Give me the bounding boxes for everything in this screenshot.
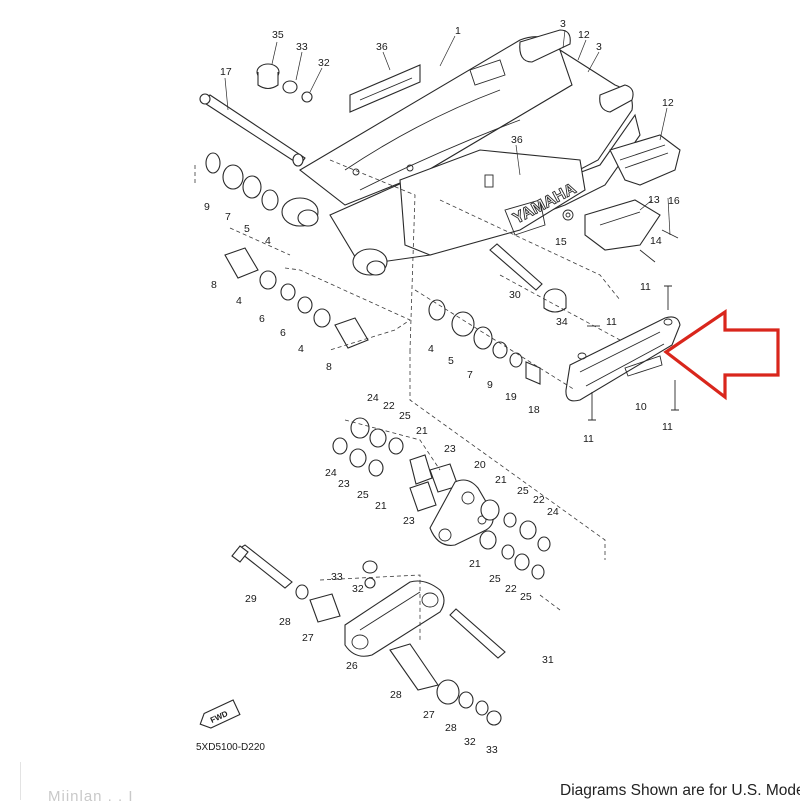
page-divider [20, 762, 21, 800]
callout-29: 28 [390, 689, 402, 701]
callout-23b: 23 [403, 515, 415, 527]
callout-4d: 4 [428, 343, 434, 355]
callout-8b: 8 [326, 361, 332, 373]
chain-slider-10 [565, 285, 681, 421]
callout-19: 19 [505, 391, 517, 403]
callout-11b: 11 [640, 281, 651, 293]
callout-24c: 24 [547, 506, 559, 518]
callout-23a: 23 [444, 443, 456, 455]
callout-22c: 22 [533, 494, 545, 506]
callout-17: 17 [220, 66, 232, 78]
callout-27a: 27 [302, 632, 314, 644]
relay-arm-parts [332, 417, 551, 580]
callout-21a: 21 [416, 425, 428, 437]
callout-14: 14 [650, 235, 662, 247]
callout-33c: 33 [486, 744, 498, 756]
callout-21d: 21 [469, 558, 481, 570]
callout-25d: 25 [489, 573, 501, 585]
callout-34: 34 [556, 316, 568, 328]
callout-27b: 27 [423, 709, 435, 721]
callout-leaders [224, 29, 671, 236]
callout-7a: 7 [225, 211, 231, 223]
pivot-shaft-17 [199, 93, 306, 167]
callout-21b: 21 [375, 500, 387, 512]
upper-left-bushings [205, 63, 369, 349]
callout-25c: 25 [517, 485, 529, 497]
callout-11a: 11 [606, 316, 617, 328]
callout-3: 3 [560, 18, 566, 30]
highlight-arrow-icon [663, 308, 780, 401]
callout-25a: 25 [399, 410, 411, 422]
callout-28a: 28 [279, 616, 291, 628]
callout-35: 35 [272, 29, 284, 41]
callout-13: 13 [648, 194, 660, 206]
callout-22b: 23 [338, 478, 350, 490]
callout-9a: 9 [204, 201, 210, 213]
connecting-rod-parts [231, 544, 506, 726]
diagram-code: 5XD5100-D220 [196, 742, 265, 753]
callout-7b: 7 [467, 369, 473, 381]
callout-10: 10 [635, 401, 647, 413]
swingarm-body: YAMAHA [281, 29, 641, 276]
callout-6a: 6 [259, 313, 265, 325]
callout-33b: 33 [331, 571, 343, 583]
callout-6b: 6 [280, 327, 286, 339]
callout-32b: 32 [352, 583, 364, 595]
callout-4c: 4 [298, 343, 304, 355]
callout-24a: 24 [367, 392, 379, 404]
fwd-direction-icon: FWD [199, 699, 241, 729]
callout-16: 16 [668, 195, 680, 207]
callout-24d: 25 [520, 591, 532, 603]
callout-22d: 22 [505, 583, 517, 595]
callout-30: 29 [245, 593, 257, 605]
callout-31b: 31 [542, 654, 554, 666]
callout-9b: 9 [487, 379, 493, 391]
callout-36b: 36 [511, 134, 523, 146]
partial-caption: Miinlan . . I [48, 788, 134, 805]
callout-24b: 24 [325, 467, 337, 479]
callout-5b: 5 [448, 355, 454, 367]
callout-1: 1 [455, 25, 461, 37]
middle-bolt-parts [428, 243, 567, 385]
callout-5a: 5 [244, 223, 250, 235]
callout-4b: 4 [236, 295, 242, 307]
callout-36a: 36 [376, 41, 388, 53]
callout-4a: 4 [265, 235, 271, 247]
callout-32c: 32 [464, 736, 476, 748]
callout-18: 18 [528, 404, 540, 416]
callout-28b: 28 [445, 722, 457, 734]
assembly-guides [194, 159, 621, 640]
callout-11c: 11 [583, 433, 594, 445]
callout-labels: 1 12 3 3 35 33 32 36 17 12 36 13 16 15 1… [204, 18, 680, 756]
callout-15: 15 [555, 236, 567, 248]
callout-33a: 33 [296, 41, 308, 53]
callout-8a: 8 [211, 279, 217, 291]
chain-guide-parts [562, 134, 681, 263]
callout-32a: 32 [318, 57, 330, 69]
callout-12: 12 [662, 97, 674, 109]
models-note: Diagrams Shown are for U.S. Models [560, 782, 800, 799]
callout-26: 26 [346, 660, 358, 672]
callout-21c: 21 [495, 474, 507, 486]
callout-11d: 11 [662, 421, 673, 433]
callout-20: 20 [474, 459, 486, 471]
callout-31a: 30 [509, 289, 521, 301]
callout-3b: 3 [596, 41, 602, 53]
callout-22a: 22 [383, 400, 395, 412]
callout-25b: 25 [357, 489, 369, 501]
callout-2: 12 [578, 29, 590, 41]
